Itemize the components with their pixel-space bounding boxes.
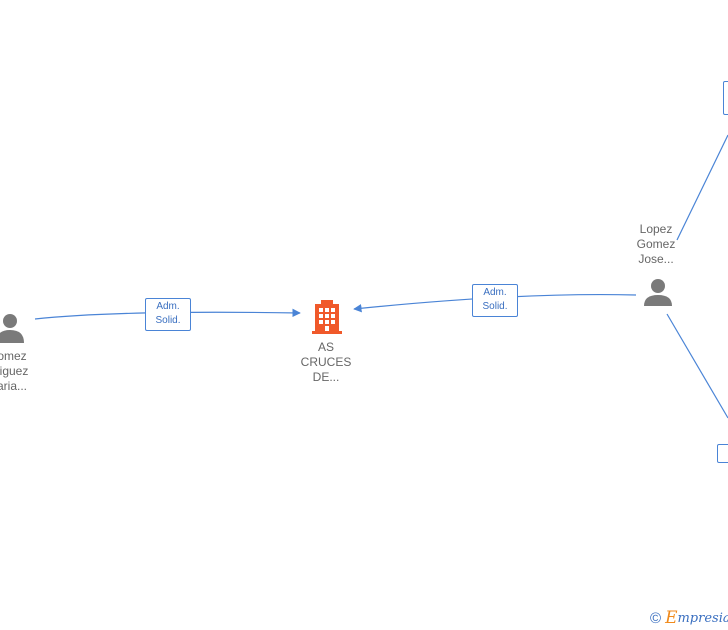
edge-label-right[interactable]: Adm. Solid.	[472, 284, 518, 317]
edge-left-to-company	[34, 308, 301, 320]
empresia-watermark: © E mpresia	[650, 608, 728, 628]
company-label[interactable]: AS CRUCES DE...	[300, 340, 352, 384]
edge-right-to-offscreen-bottom	[666, 313, 728, 419]
brand-initial: E	[665, 608, 678, 628]
edge-label-left[interactable]: Adm. Solid.	[145, 298, 191, 331]
copyright-icon: ©	[650, 609, 662, 627]
person-left-label[interactable]: omez riguez aria...	[0, 349, 29, 393]
edge-right-to-offscreen-top	[676, 134, 728, 241]
building-icon[interactable]	[312, 300, 342, 334]
edge-label-offscreen-top[interactable]	[723, 81, 728, 115]
person-icon[interactable]	[644, 279, 672, 306]
person-right-label[interactable]: Lopez Gomez Jose...	[636, 222, 676, 266]
edge-label-offscreen-bottom[interactable]	[717, 444, 728, 463]
brand-text: mpresia	[677, 610, 728, 626]
person-icon[interactable]	[0, 314, 24, 343]
